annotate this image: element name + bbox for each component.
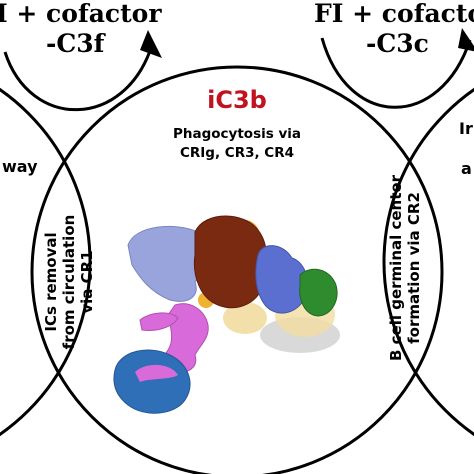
protein-domain-green (299, 268, 338, 317)
top-right-label-line2: -C3c (366, 29, 429, 58)
left-lens-line2: from circulation (60, 215, 78, 350)
right-partial-text-line2: a (461, 159, 472, 178)
center-function-line1: Phagocytosis via (173, 126, 301, 142)
right-lens-text: B cell germinal center formation via CR2 (387, 174, 423, 361)
top-right-arrowhead (458, 28, 474, 52)
left-lens-text: ICs removal from circulation via CR1 (42, 215, 96, 350)
center-function-line2: CRIg, CR3, CR4 (180, 145, 294, 161)
top-left-arrow (3, 44, 154, 112)
protein-domain-lavender (127, 225, 206, 302)
left-circle (0, 87, 92, 437)
top-left-label-line2: -C3f (46, 29, 107, 58)
left-partial-text: way (2, 157, 38, 176)
protein-domain-tan-center (223, 302, 267, 334)
left-lens-line3: via CR1 (78, 250, 96, 313)
right-lens-line1: B cell germinal center (387, 174, 405, 361)
top-left-label-line1: I + cofactor (0, 0, 162, 28)
right-lens-line2: formation via CR2 (405, 192, 423, 344)
ic3b-protein-structure (113, 215, 340, 414)
right-partial-text-line1: Ir (459, 119, 473, 138)
left-lens-line1: ICs removal (42, 232, 60, 331)
protein-domain-magenta-arm (139, 312, 179, 331)
top-right-arrow (320, 37, 472, 109)
protein-domain-darkblue (113, 349, 191, 414)
protein-domain-brown (193, 215, 268, 309)
protein-domain-magenta-loop (135, 364, 178, 382)
center-circle (30, 65, 444, 474)
top-right-label-line1: FI + cofactor (314, 0, 474, 28)
center-title: iC3b (207, 86, 267, 114)
right-circle (382, 87, 474, 437)
top-left-arrowhead (140, 30, 162, 58)
